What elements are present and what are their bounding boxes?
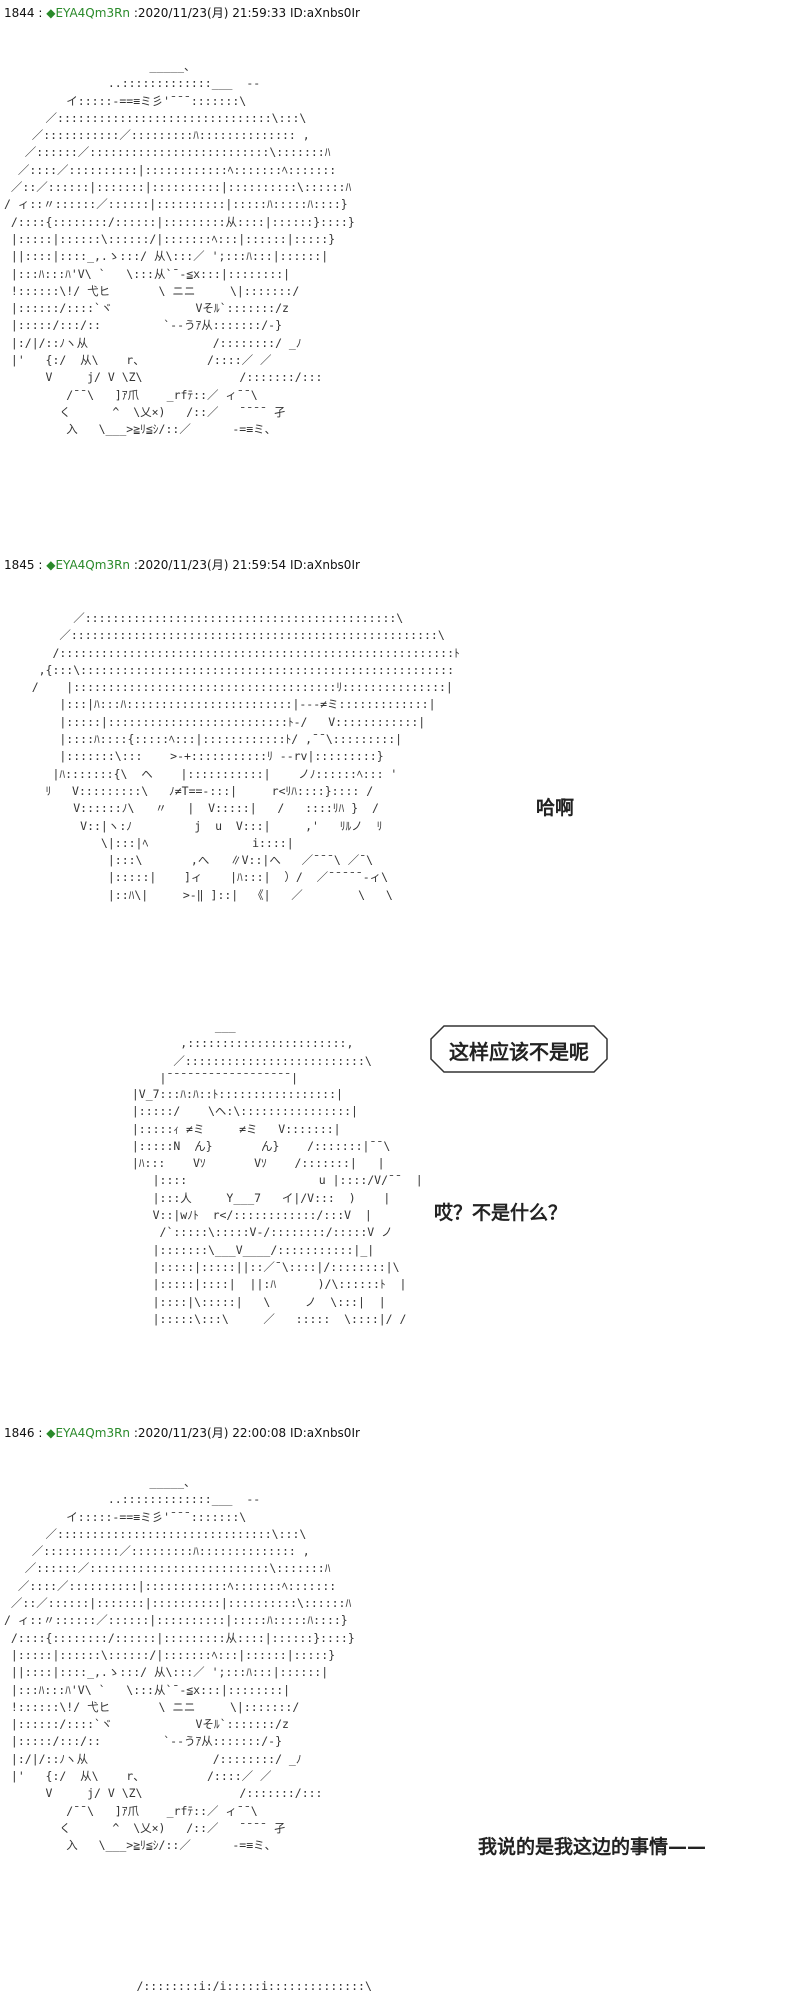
poster-name: ◆EYA4Qm3Rn — [46, 558, 131, 572]
post-date: :2020/11/23(月) 22:00:08 ID:aXnbs0Ir — [133, 1426, 360, 1440]
post-header-1844: 1844 : ◆EYA4Qm3Rn :2020/11/23(月) 21:59:3… — [4, 4, 360, 21]
post-header-1845: 1845 : ◆EYA4Qm3Rn :2020/11/23(月) 21:59:5… — [4, 556, 360, 573]
poster-name: ◆EYA4Qm3Rn — [46, 1426, 131, 1440]
caption-not-what: 哎？不是什么？ — [434, 1202, 568, 1224]
post-separator: : — [38, 558, 43, 572]
ascii-art-hat: ___ ,:::::::::::::::::::::::, ／:::::::::… — [159, 1019, 372, 1085]
post-number: 1846 — [4, 1426, 35, 1440]
post-date: :2020/11/23(月) 21:59:54 ID:aXnbs0Ir — [133, 558, 360, 572]
post-separator: : — [38, 6, 43, 20]
ascii-art-1846: _____、 ..:::::::::::::___ -- イ:::::-==≡ミ… — [4, 1475, 355, 1853]
speech-bubble-text: 这样应该不是呢 — [449, 1040, 589, 1064]
post-header-1846: 1846 : ◆EYA4Qm3Rn :2020/11/23(月) 22:00:0… — [4, 1424, 360, 1441]
ascii-art-1845: ／:::::::::::::::::::::::::::::::::::::::… — [31, 611, 460, 902]
post-date: :2020/11/23(月) 21:59:33 ID:aXnbs0Ir — [133, 6, 360, 20]
ascii-art-1844: _____、 ..:::::::::::::___ -- イ:::::-==≡ミ… — [4, 59, 355, 437]
caption-ha-a: 哈啊 — [536, 797, 575, 819]
post-number: 1845 — [4, 558, 35, 572]
caption-my-side: 我说的是我这边的事情—— — [478, 1836, 707, 1858]
speech-bubble-shape — [430, 1025, 608, 1073]
post-number: 1844 — [4, 6, 35, 20]
ascii-art-girl: |V_7:::ﾊ:ﾊ::ﾄ:::::::::::::::::| |:::::/ … — [131, 1087, 423, 1326]
post-separator: : — [38, 1426, 43, 1440]
ascii-art-footer: /::::::::i:/i:::::i::::::::::::::\ — [88, 1979, 372, 1993]
poster-name: ◆EYA4Qm3Rn — [46, 6, 131, 20]
speech-bubble: 这样应该不是呢 — [428, 1023, 610, 1075]
